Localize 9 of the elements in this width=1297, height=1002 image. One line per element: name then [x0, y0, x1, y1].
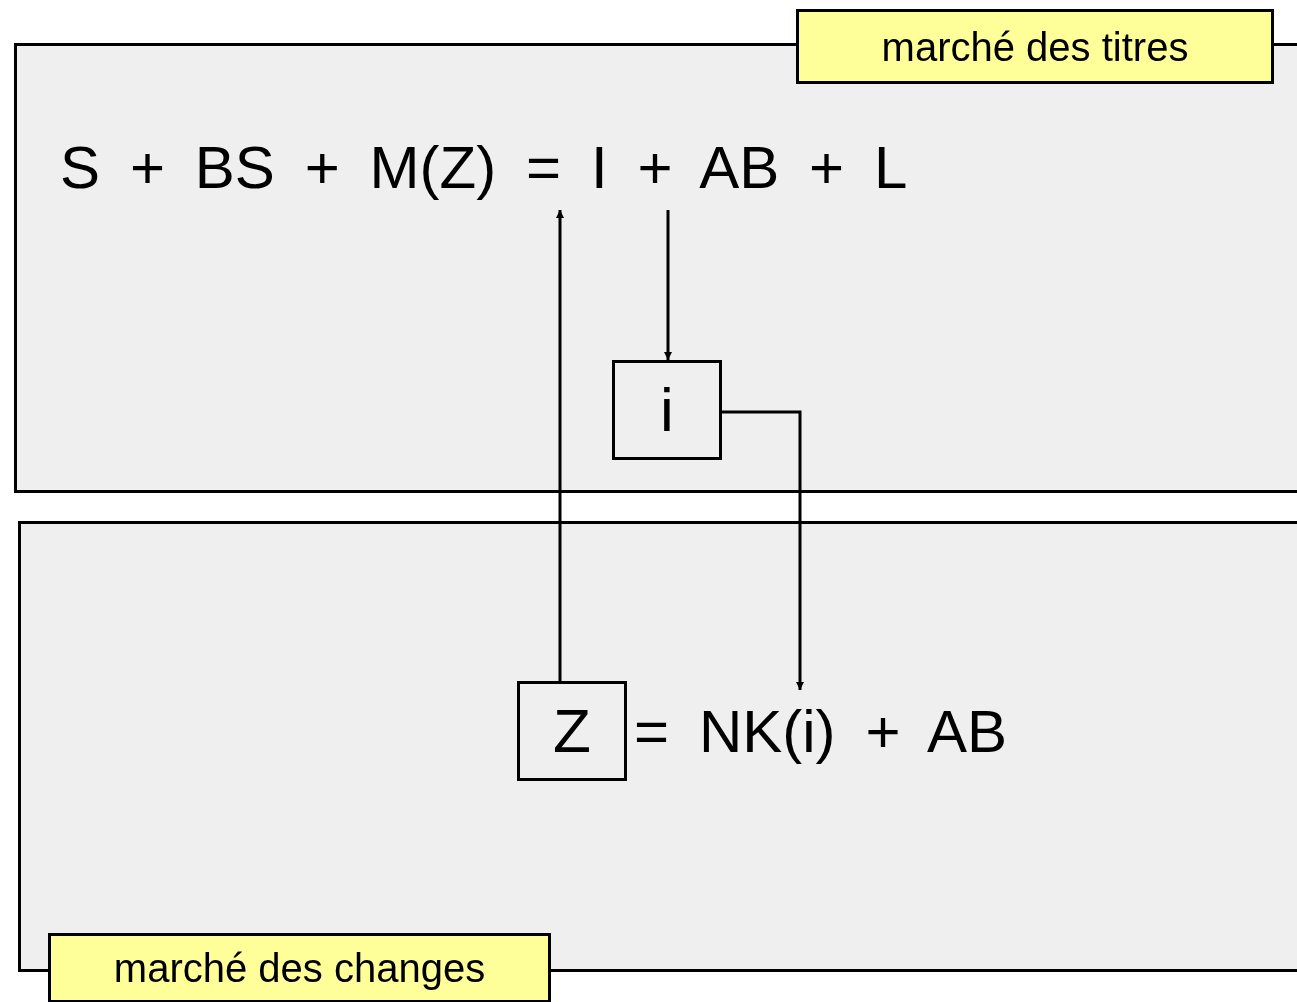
- variable-box: Z: [517, 681, 627, 781]
- equation-text: S + BS + M(Z) = I + AB + L: [60, 126, 1140, 210]
- equation-text: = NK(i) + AB: [634, 690, 1134, 774]
- arrow: [722, 410, 804, 690]
- variable-box: i: [612, 360, 722, 460]
- arrow: [556, 210, 564, 681]
- section-label: marché des changes: [48, 933, 551, 1002]
- arrow: [664, 210, 672, 360]
- section-label: marché des titres: [796, 9, 1274, 84]
